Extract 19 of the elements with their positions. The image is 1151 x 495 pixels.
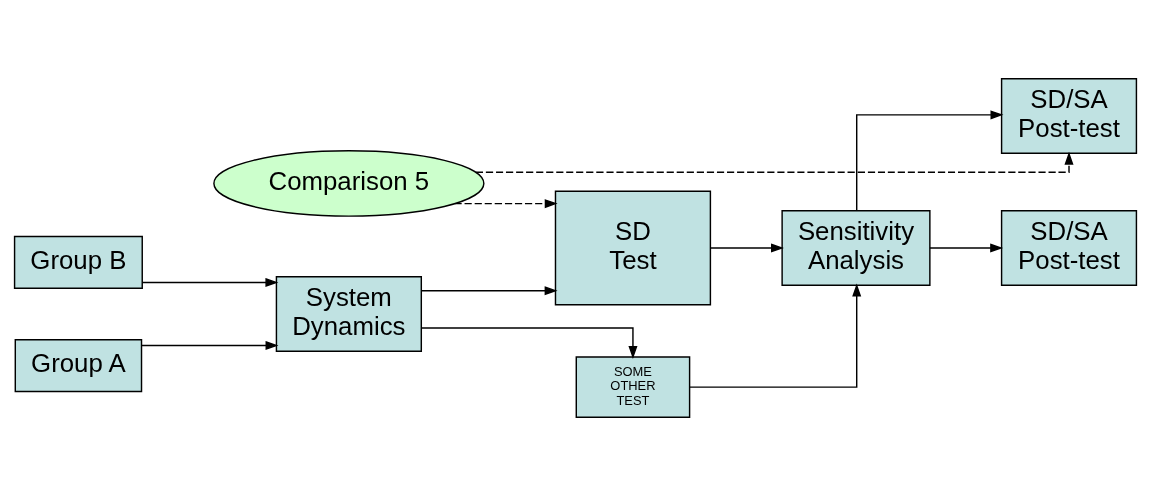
node-box: SD/SA Post-test (1000, 209, 1138, 286)
node-box: SD/SA Post-test (1000, 77, 1138, 154)
arrow (710, 243, 784, 252)
arrow (141, 277, 279, 287)
arrow (453, 198, 558, 208)
arrow (856, 109, 1004, 211)
arrow (141, 340, 279, 350)
node-box: Group A (14, 338, 143, 392)
node-box: SD Test (554, 190, 712, 305)
arrow (420, 326, 638, 359)
arrow (689, 283, 862, 388)
node-box: SOME OTHER TEST (575, 355, 691, 418)
node-ellipse: Comparison 5 (213, 149, 485, 217)
node-box: System Dynamics (275, 275, 423, 352)
node-box: Sensitivity Analysis (781, 209, 931, 286)
arrow (475, 151, 1074, 173)
arrow (420, 285, 558, 295)
arrow (929, 243, 1004, 252)
node-box: Group B (13, 235, 143, 289)
